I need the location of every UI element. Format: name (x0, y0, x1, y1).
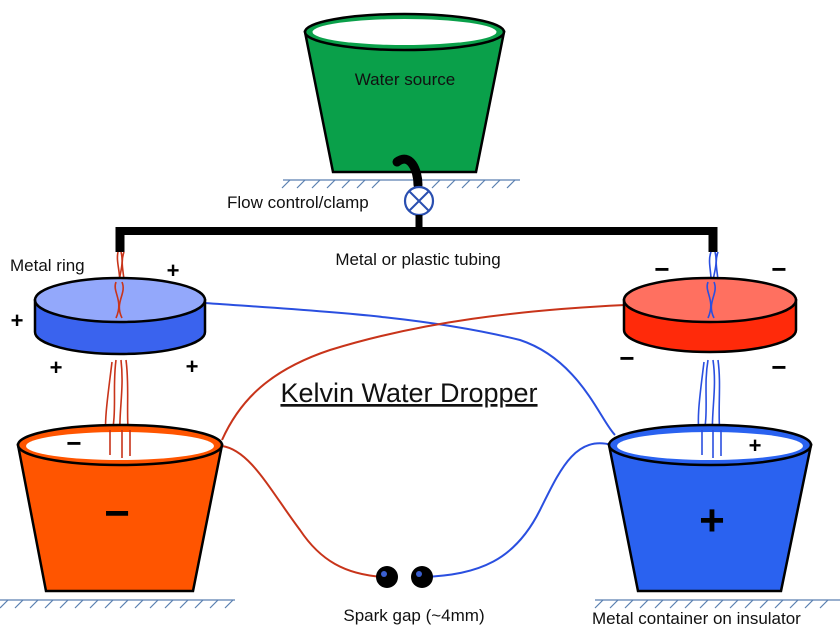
left-metal-ring (33, 276, 207, 356)
right-stream-into-bucket (701, 430, 722, 458)
spark-gap-ball-left (376, 566, 398, 588)
left-bucket-minus-large: − (104, 489, 130, 538)
tubing-label: Metal or plastic tubing (335, 250, 500, 269)
left-ring-plus-1: + (167, 258, 180, 283)
right-stream-over-ring (706, 281, 716, 319)
right-metal-ring (622, 276, 798, 354)
right-bucket-plus-large: + (699, 496, 725, 545)
red-wire-ring-to-bucket (221, 304, 626, 441)
water-source-label: Water source (355, 70, 455, 89)
left-bucket-minus-small: − (66, 428, 81, 458)
right-bucket-plus-small: + (749, 433, 762, 458)
right-ring-minus-3: − (619, 343, 634, 373)
container-label: Metal container on insulator (592, 609, 801, 628)
right-ring-minus-1: − (654, 254, 669, 284)
wires (204, 302, 626, 578)
red-wire-to-spark-gap (221, 445, 386, 578)
metal-ring-label: Metal ring (10, 256, 85, 275)
right-ring-charges: − − − − (619, 254, 786, 382)
water-spout (392, 154, 423, 190)
right-ring-minus-2: − (771, 254, 786, 284)
flow-control-label: Flow control/clamp (227, 193, 369, 212)
ground-hatch-left (0, 599, 235, 609)
ground-hatch-top (281, 179, 520, 189)
ground-hatch-right (594, 599, 840, 609)
left-stream-over-ring (114, 281, 124, 319)
tubing (115, 227, 718, 252)
blue-wire-to-spark-gap (421, 442, 613, 578)
left-ring-plus-3: + (50, 355, 63, 380)
left-ring-plus-2: + (11, 308, 24, 333)
diagram-title: Kelvin Water Dropper (280, 378, 537, 408)
flow-control-clamp (403, 185, 435, 231)
right-bucket: + + (607, 423, 813, 593)
right-ring-minus-4: − (771, 352, 786, 382)
blue-wire-ring-to-bucket (204, 302, 616, 436)
left-ring-charges: + + + + (11, 258, 199, 380)
left-bucket: − − (16, 423, 224, 593)
water-source-bucket: Water source (303, 12, 506, 174)
spark-gap-label: Spark gap (~4mm) (343, 606, 484, 625)
left-stream-into-bucket (109, 430, 131, 458)
left-ring-plus-4: + (186, 354, 199, 379)
spark-gap-ball-right (411, 566, 433, 588)
spark-gap (376, 566, 433, 588)
